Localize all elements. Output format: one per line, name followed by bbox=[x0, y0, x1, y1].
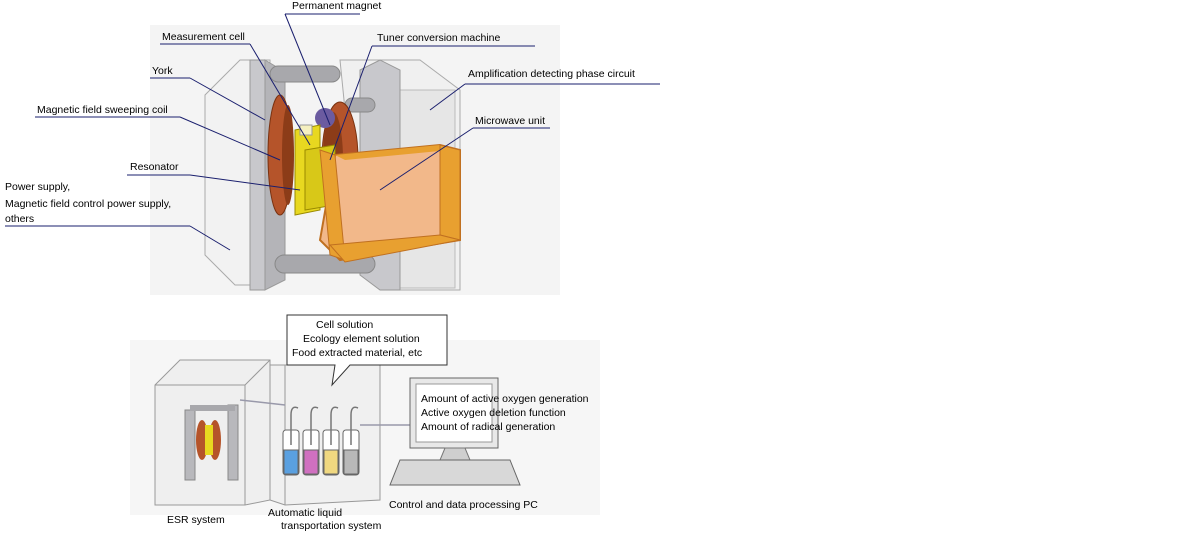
label-york: York bbox=[152, 65, 173, 77]
label-sweeping-coil: Magnetic field sweeping coil bbox=[37, 104, 168, 116]
screen-line-3: Amount of radical generation bbox=[421, 421, 556, 433]
caption-esr-system: ESR system bbox=[167, 514, 225, 526]
callout-bubble bbox=[286, 314, 448, 387]
caption-liquid-line-2: transportation system bbox=[281, 520, 382, 532]
callout-line-3: Food extracted material, etc bbox=[292, 347, 423, 359]
caption-pc: Control and data processing PC bbox=[389, 499, 538, 511]
screen-line-2: Active oxygen deletion function bbox=[421, 407, 566, 419]
callout-line-2: Ecology element solution bbox=[303, 333, 420, 345]
label-microwave-unit: Microwave unit bbox=[475, 115, 546, 127]
label-power-supply-2: Magnetic field control power supply, bbox=[5, 198, 172, 210]
callout-line-1: Cell solution bbox=[316, 319, 374, 331]
label-measurement-cell: Measurement cell bbox=[162, 31, 245, 43]
label-resonator: Resonator bbox=[130, 161, 179, 173]
pc-keyboard bbox=[389, 459, 521, 486]
label-permanent-magnet: Permanent magnet bbox=[292, 0, 382, 12]
label-power-supply-1: Power supply, bbox=[5, 181, 71, 193]
caption-liquid-line-1: Automatic liquid bbox=[268, 507, 343, 519]
label-amplification-circuit: Amplification detecting phase circuit bbox=[468, 68, 635, 80]
label-power-supply-3: others bbox=[5, 213, 35, 225]
label-tuner-conversion-machine: Tuner conversion machine bbox=[377, 32, 501, 44]
screen-line-1: Amount of active oxygen generation bbox=[421, 393, 589, 405]
